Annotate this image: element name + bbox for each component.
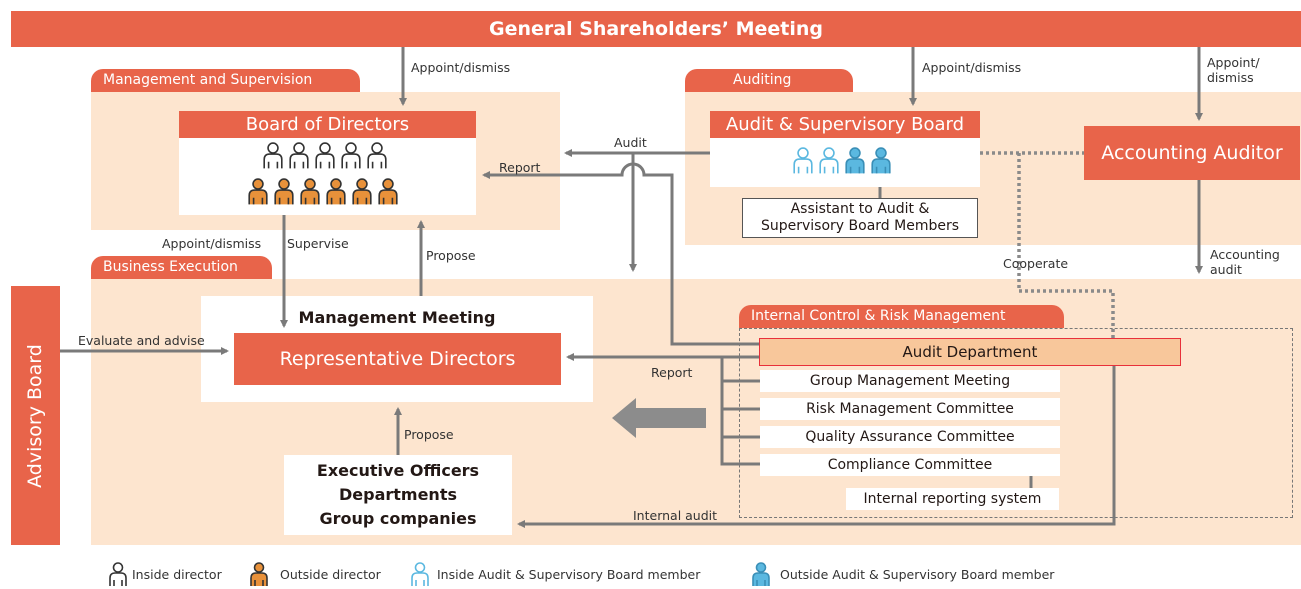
committee-row: Compliance Committee [760, 454, 1060, 476]
inside-audit-member-icon [793, 147, 813, 174]
outside-director-icon [250, 562, 268, 586]
label-evaluate-advise: Evaluate and advise [78, 333, 205, 348]
outside-director-icon [248, 178, 268, 205]
executive-officers-line2: Departments [338, 485, 457, 504]
management-meeting-title: Management Meeting [298, 307, 496, 327]
inside-director-icon [341, 142, 361, 169]
management-tab: Management and Supervision [91, 69, 360, 92]
accounting-auditor-box: Accounting Auditor [1084, 126, 1300, 180]
legend-label: Outside Audit & Supervisory Board member [780, 567, 1055, 582]
arrow-report-board [482, 162, 759, 346]
audit-members-icon-group [793, 147, 891, 174]
inside-director-icon [289, 142, 309, 169]
label-appoint-dismiss-audit: Appoint/dismiss [922, 60, 1022, 75]
directors-icon-group [248, 142, 398, 205]
outside-audit-member-icon [845, 147, 865, 174]
committee-row: Group Management Meeting [760, 370, 1060, 392]
internal-reporting-system-box: Internal reporting system [846, 488, 1059, 510]
inside-director-icon [367, 142, 387, 169]
internal-control-tab: Internal Control & Risk Management [739, 305, 1064, 328]
inside-audit-member-icon [411, 562, 429, 586]
label-supervise: Supervise [287, 236, 349, 251]
label-internal-audit: Internal audit [633, 508, 718, 523]
label-propose-top: Propose [426, 248, 476, 263]
label-appoint-dismiss-board: Appoint/dismiss [411, 60, 511, 75]
label-report-board: Report [499, 160, 541, 175]
legend: Inside director Outside director Inside … [108, 562, 1108, 586]
big-left-arrow [612, 398, 706, 438]
inside-director-icon [315, 142, 335, 169]
outside-director-icon [274, 178, 294, 205]
inside-audit-member-icon [819, 147, 839, 174]
committee-row: Quality Assurance Committee [760, 426, 1060, 448]
legend-label: Inside director [132, 567, 222, 582]
legend-label: Inside Audit & Supervisory Board member [437, 567, 701, 582]
outside-audit-member-icon [752, 562, 770, 586]
legend-label: Outside director [280, 567, 381, 582]
assistant-box: Assistant to Audit & Supervisory Board M… [742, 198, 978, 238]
inside-director-icon [109, 562, 127, 586]
audit-board-title: Audit & Supervisory Board [710, 111, 980, 138]
label-accounting-audit-b: audit [1210, 262, 1242, 277]
business-tab: Business Execution [91, 256, 272, 279]
label-appoint-dismiss-rep: Appoint/dismiss [162, 236, 262, 251]
executive-officers-box: Executive Officers Departments Group com… [284, 455, 512, 535]
assistant-line2: Supervisory Board Members [760, 218, 960, 234]
dotted-cooperate [1017, 153, 1115, 338]
label-audit: Audit [614, 135, 647, 150]
label-cooperate: Cooperate [1003, 256, 1069, 271]
outside-director-icon [378, 178, 398, 205]
label-report-rep: Report [651, 365, 693, 380]
shareholders-meeting-banner: General Shareholders’ Meeting [11, 11, 1301, 47]
assistant-line1: Assistant to Audit & [790, 201, 930, 217]
committee-row: Risk Management Committee [760, 398, 1060, 420]
label-propose-bottom: Propose [404, 427, 454, 442]
audit-department-box: Audit Department [759, 338, 1181, 366]
executive-officers-line1: Executive Officers [316, 461, 480, 480]
label-appoint-dismiss-accounting-a: Appoint/ [1207, 55, 1260, 70]
label-accounting-audit-a: Accounting [1210, 247, 1280, 262]
inside-director-icon [263, 142, 283, 169]
auditing-tab: Auditing [685, 69, 853, 92]
inside-audit-member-icon [411, 562, 429, 586]
outside-audit-member-icon [871, 147, 891, 174]
outside-director-icon [352, 178, 372, 205]
outside-director-icon [250, 562, 268, 586]
outside-director-icon [326, 178, 346, 205]
board-of-directors-title: Board of Directors [179, 111, 476, 138]
arrow-internal-audit [517, 366, 1116, 528]
outside-audit-member-icon [752, 562, 770, 586]
label-appoint-dismiss-accounting-b: dismiss [1207, 70, 1254, 85]
executive-officers-line3: Group companies [319, 509, 477, 528]
internal-control-frame [739, 328, 1293, 518]
inside-director-icon [109, 562, 127, 586]
representative-directors-box: Representative Directors [234, 333, 561, 385]
advisory-board-box: Advisory Board [11, 286, 60, 545]
outside-director-icon [300, 178, 320, 205]
